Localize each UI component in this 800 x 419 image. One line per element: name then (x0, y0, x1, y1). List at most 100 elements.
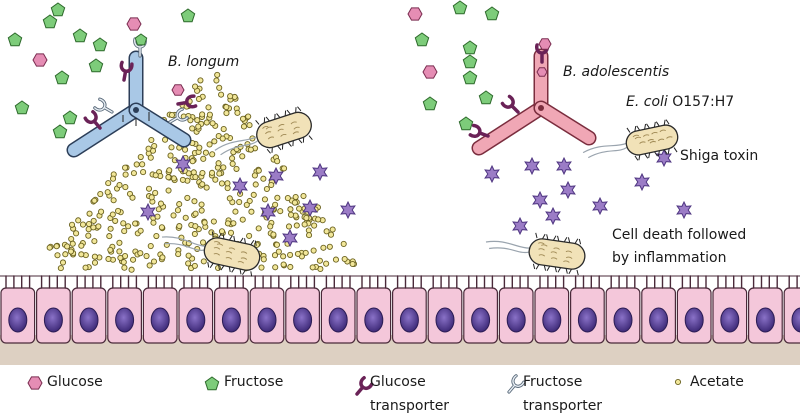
acetate-molecule (209, 169, 216, 176)
acetate-molecule (202, 149, 209, 156)
acetate-molecule (90, 224, 97, 231)
acetate-molecule (176, 201, 183, 208)
acetate-molecule (191, 262, 198, 269)
shiga-toxin (532, 190, 548, 210)
acetate-molecule (251, 172, 258, 179)
cell-nucleus (649, 307, 669, 333)
acetate-molecule (86, 210, 93, 217)
cell-nucleus (542, 307, 562, 333)
acetate-export-arrows (122, 112, 150, 126)
acetate-molecule (145, 185, 153, 192)
acetate-molecule (233, 165, 240, 172)
legend-background (0, 360, 800, 419)
fructose-transporter-inner (508, 375, 525, 393)
glucose-transporter (176, 94, 198, 109)
epithelial-cell (641, 275, 676, 344)
acetate-molecule (224, 180, 231, 187)
epithelial-cell (320, 275, 356, 344)
acetate-molecule (78, 242, 85, 249)
acetate-molecule (287, 211, 295, 218)
epithelial-cell (214, 275, 249, 344)
acetate-molecule (194, 117, 201, 124)
ecoli-body (528, 238, 586, 270)
acetate-molecule (182, 214, 189, 221)
acetate-molecule (199, 181, 206, 188)
acetate-molecule (53, 243, 60, 250)
bacterium-core (133, 107, 139, 113)
acetate-molecule (294, 250, 301, 257)
acetate-molecule (212, 176, 219, 183)
legend-glucose-transporter-label-1: Glucose (370, 374, 426, 390)
acetate-molecule (263, 185, 270, 193)
acetate-molecule (303, 214, 310, 221)
glucose-molecule (126, 17, 142, 31)
acetate-molecule (234, 109, 241, 116)
acetate-molecule (64, 243, 71, 250)
acetate-molecule (236, 198, 243, 206)
ecoli-texture (213, 241, 248, 264)
acetate-molecule (311, 222, 318, 229)
ecoli-texture (632, 129, 673, 144)
flagellum (164, 243, 205, 251)
acetate-molecule (260, 175, 267, 182)
acetate-molecule (220, 164, 227, 171)
acetate-molecule (252, 181, 259, 188)
acetate-molecule (239, 216, 246, 223)
acetate-molecule (287, 206, 294, 213)
acetate-molecule (106, 233, 113, 240)
acetate-molecule (246, 122, 253, 129)
shiga-toxin-label: Shiga toxin (680, 148, 759, 164)
acetate-molecule (205, 104, 212, 111)
fructose-molecule (88, 58, 104, 73)
fructose-transporter (507, 374, 526, 394)
acetate-molecule (91, 238, 98, 245)
fructose-molecule (462, 54, 478, 69)
acetate-molecule (137, 227, 144, 234)
acetate-molecule (168, 111, 176, 119)
microvilli (468, 275, 494, 289)
cell-nucleus (364, 307, 384, 333)
acetate-molecule (248, 208, 255, 215)
acetate-molecule (109, 211, 116, 218)
fructose-molecule (452, 0, 468, 15)
fructose-molecule (478, 90, 494, 105)
acetate-molecule (327, 231, 335, 238)
acetate-molecule (674, 378, 682, 386)
acetate-molecule (260, 256, 267, 263)
cell-nucleus (8, 307, 28, 333)
acetate-molecule (128, 266, 135, 273)
shiga-toxin (560, 180, 576, 200)
microvilli (218, 275, 244, 289)
acetate-molecule (246, 232, 253, 239)
acetate-molecule (203, 184, 210, 191)
shiga-toxin (232, 176, 248, 196)
acetate-molecule (170, 212, 177, 219)
acetate-molecule (112, 217, 119, 224)
ecoli-species: E. coli (626, 94, 668, 110)
ecoli-label: E. coli O157:H7 (626, 94, 734, 112)
epithelial-cell (107, 275, 143, 344)
pili (532, 232, 582, 276)
acetate-molecule (147, 154, 154, 161)
acetate-molecule (274, 194, 281, 201)
acetate-molecule (196, 144, 203, 151)
microvilli (646, 275, 672, 289)
shiga-toxin (282, 228, 298, 248)
acetate-molecule (78, 251, 85, 258)
fructose-transporter (168, 107, 189, 124)
bifidobacterium-adolescentis (471, 48, 597, 156)
acetate-molecule (195, 95, 202, 103)
bifidobacterium-longum (66, 50, 192, 158)
acetate-molecule (107, 225, 114, 232)
acetate-molecule (154, 213, 161, 220)
acetate-molecule (165, 174, 172, 181)
acetate-molecule (198, 207, 205, 214)
acetate-molecule (54, 252, 61, 259)
epithelial-cell (463, 275, 498, 344)
acetate-molecule (215, 160, 222, 167)
epithelial-cell (676, 275, 712, 344)
microvilli (574, 275, 600, 289)
epithelial-cell (249, 275, 285, 344)
acetate-molecule (68, 221, 76, 228)
shiga-toxin (634, 172, 650, 192)
